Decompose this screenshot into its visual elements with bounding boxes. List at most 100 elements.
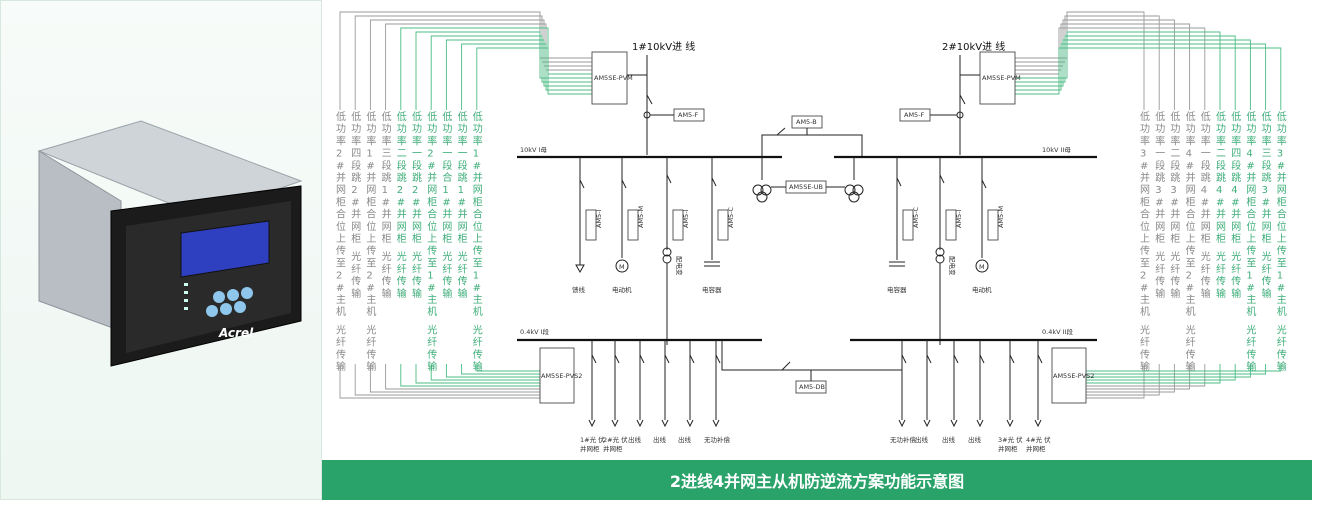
fiber-text: 光纤传输 <box>458 250 468 300</box>
caption-bar: 2进线4并网主从机防逆流方案功能示意图 <box>322 460 1312 500</box>
am5f-label-right: AM5-F <box>904 111 925 119</box>
feeder-label: 出线 <box>968 435 982 444</box>
fiber-text: 光纤传输 <box>1277 323 1287 373</box>
feeder-label: 无功补偿 <box>704 435 731 444</box>
lv-right-feeder-1: 出线 <box>915 340 932 444</box>
ub-label: AM5SE-UB <box>789 183 823 191</box>
pvs2-label-left: AM5SE-PVS2 <box>541 372 582 380</box>
motor-label-left: 电动机 <box>612 285 632 294</box>
incoming-1-title: 1#10kV进 线 <box>632 40 695 53</box>
caption-text: 2进线4并网主从机防逆流方案功能示意图 <box>669 472 965 491</box>
pvs2-box-left <box>539 347 575 404</box>
fiber-text: 光纤传输 <box>1231 250 1241 300</box>
hv-left-feeders: AM5-I 馈线 AM5-M M 电动机 AM5-I 配电变 AM5-C <box>572 157 735 345</box>
feeder-label: 4#光 伏 <box>1026 435 1051 444</box>
lv-left-feeder-4: 出线 <box>678 340 695 444</box>
feeder-label: 出线 <box>915 435 929 444</box>
led-indicators <box>184 283 188 310</box>
fiber-text: 光纤传输 <box>1262 250 1272 300</box>
fiber-text: 光纤传输 <box>382 250 392 300</box>
fiber-text: 光纤传输 <box>412 250 422 300</box>
feeder-label: 并网柜 <box>1026 444 1046 453</box>
svg-text:AM5-M: AM5-M <box>637 206 645 228</box>
svg-text:AM5-I: AM5-I <box>682 209 690 228</box>
feeder-label: 并网柜 <box>998 444 1018 453</box>
feeder-label: 出线 <box>653 435 667 444</box>
keypad <box>206 287 253 317</box>
pvm-box-left <box>591 51 628 105</box>
fiber-text: 光纤传输 <box>336 323 346 373</box>
capacitor-label-right: 电容器 <box>887 285 907 294</box>
incoming-2-title: 2#10kV进 线 <box>942 40 1005 53</box>
feeder-label: 并网柜 <box>603 444 623 453</box>
lv-left-feeder-5: 无功补偿 <box>704 340 731 444</box>
lv-left-feeder-2: 出线 <box>628 340 645 444</box>
fiber-text: 光纤传输 <box>1246 323 1256 373</box>
product-panel: Acrel <box>0 0 322 500</box>
svg-text:M: M <box>979 263 985 271</box>
am5db-label: AM5-DB <box>799 383 825 391</box>
hv-right-feeders: AM5-C 电容器 AM5-I 配电变 AM5-M M 电动机 <box>887 157 1005 345</box>
feeder-label: 2#光 伏 <box>603 435 628 444</box>
fiber-text: 光纤传输 <box>366 323 376 373</box>
fiber-text: 光纤传输 <box>1155 250 1165 300</box>
pvm-label-left: AM5SE-PVM <box>594 74 633 82</box>
capacitor-label-left: 电容器 <box>702 285 722 294</box>
pvm-label-right: AM5SE-PVM <box>982 74 1021 82</box>
svg-text:AM5-I: AM5-I <box>955 209 963 228</box>
svg-text:AM5-C: AM5-C <box>727 206 735 228</box>
feeder-label: 出线 <box>678 435 692 444</box>
lv-bus-2-label: 0.4kV II段 <box>1042 327 1073 336</box>
pvs2-box-right <box>1051 347 1087 404</box>
feeder-label: 出线 <box>628 435 642 444</box>
fiber-text: 光纤传输 <box>427 323 437 373</box>
pvm-box-right <box>979 51 1016 105</box>
lv-bus-1-label: 0.4kV I段 <box>520 327 550 336</box>
lv-right-feeder-2: 出线 <box>942 340 959 444</box>
lcd-screen <box>180 220 270 278</box>
motor-label-right: 电动机 <box>972 285 992 294</box>
feeder-label: 1#光 伏 <box>580 435 605 444</box>
hv-bus-2-label: 10kV II母 <box>1042 146 1071 154</box>
feeder-label: 无功补偿 <box>890 435 917 444</box>
fiber-text: 光纤传输 <box>442 250 452 300</box>
feeder-label: 出线 <box>942 435 956 444</box>
brand-logo: Acrel <box>218 326 254 340</box>
lv-left-feeders: 1#光 伏并网柜2#光 伏并网柜出线出线出线无功补偿 <box>580 340 731 453</box>
svg-text:配电变: 配电变 <box>675 256 684 276</box>
fiber-text: 光纤传输 <box>473 323 483 373</box>
fiber-text: 光纤传输 <box>1201 250 1211 300</box>
svg-text:AM5-M: AM5-M <box>997 206 1005 228</box>
